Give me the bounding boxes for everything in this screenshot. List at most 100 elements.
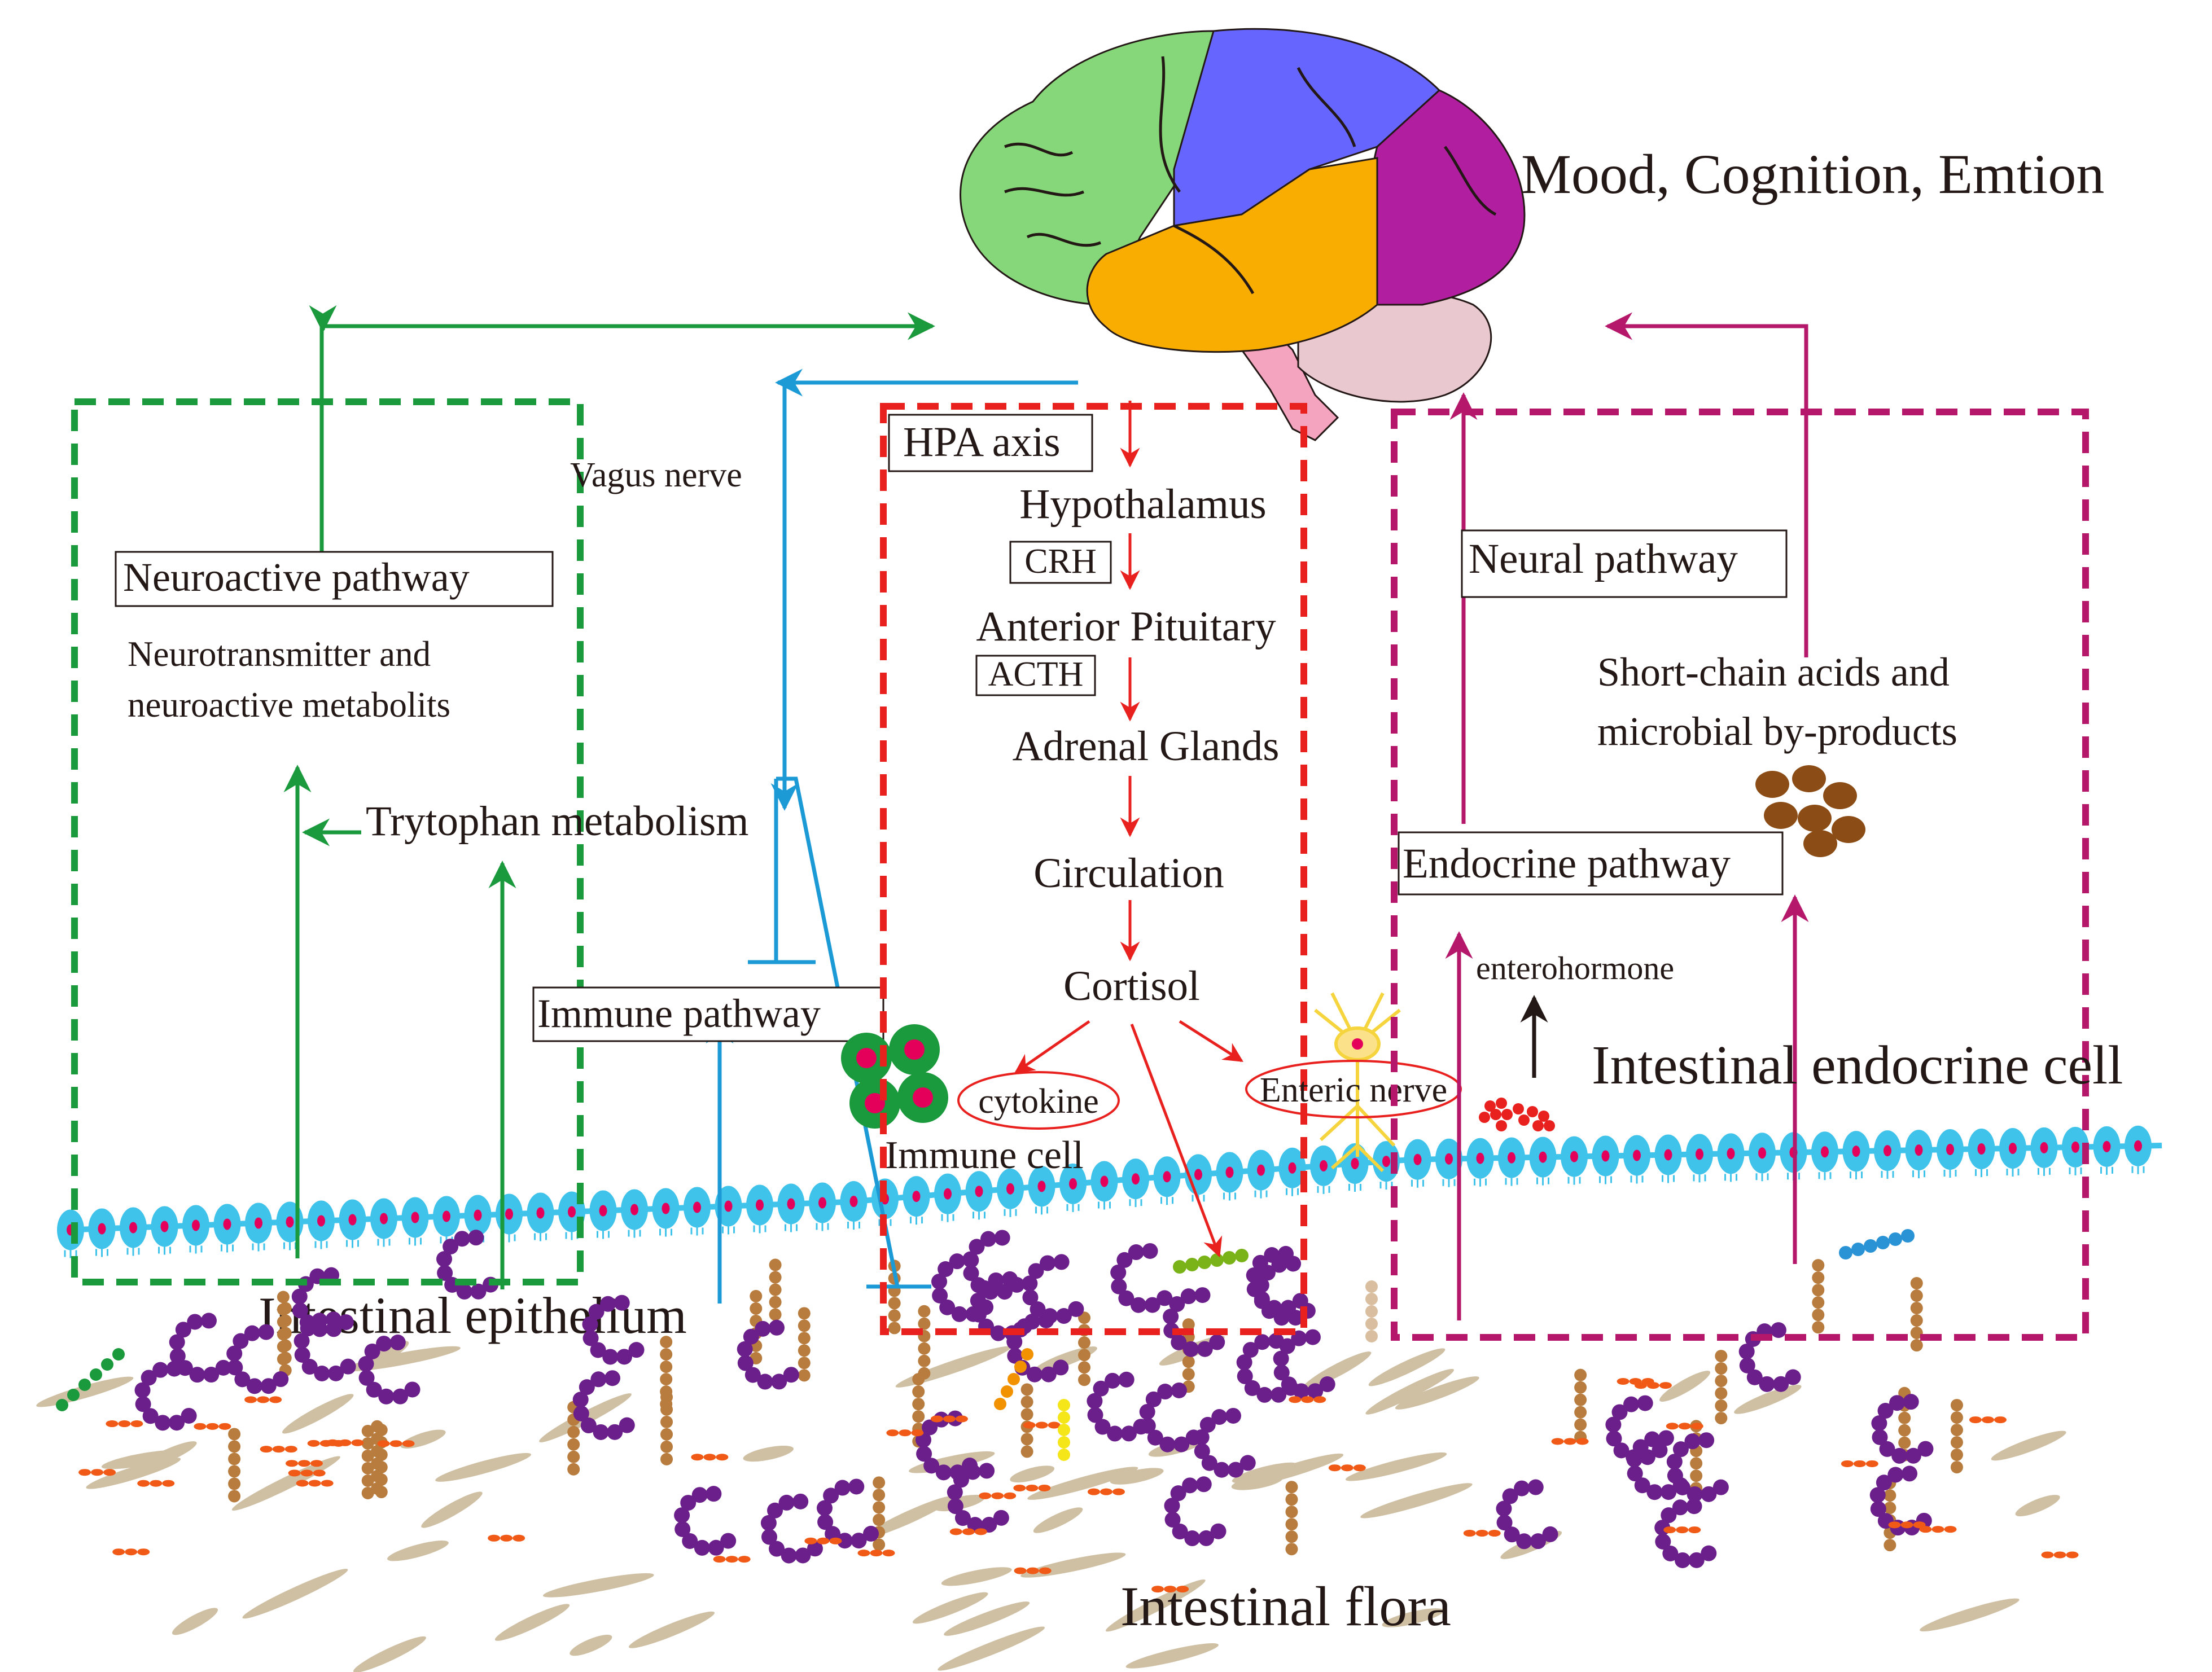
bacterium-rod bbox=[1365, 1368, 1455, 1415]
bacterium-coccus bbox=[228, 1465, 241, 1478]
bacterium-short bbox=[1888, 1521, 1901, 1529]
bacterium-coccus bbox=[1950, 1449, 1963, 1462]
bacterium-coccus bbox=[1715, 1412, 1728, 1425]
bacterium-coccus bbox=[1672, 1499, 1688, 1516]
bacterium-coccus bbox=[1246, 1267, 1262, 1283]
cell-microvilli bbox=[1943, 1170, 1957, 1178]
bacterium-coccus bbox=[1147, 1429, 1163, 1446]
bacterium-coccus bbox=[962, 1251, 979, 1267]
bacterium-coccus bbox=[938, 1261, 954, 1278]
bacterium-coccus bbox=[590, 1371, 607, 1388]
bacterium-coccus bbox=[1293, 1383, 1309, 1399]
cell-microvilli bbox=[158, 1247, 171, 1255]
hpa-region-box bbox=[880, 403, 1307, 1335]
bacterium-coccus bbox=[573, 1405, 589, 1421]
bacterium-coccus bbox=[1527, 1479, 1544, 1495]
bacterium-coccus bbox=[1273, 1350, 1289, 1367]
bacterium-short bbox=[857, 1550, 870, 1557]
bacterium-coccus bbox=[1739, 1357, 1755, 1373]
bacterium-coccus bbox=[918, 1354, 931, 1367]
bacterium-coccus bbox=[1053, 1359, 1069, 1376]
bacterium-short bbox=[313, 1469, 326, 1477]
neural-pathway-label: Neural pathway bbox=[1469, 536, 1738, 582]
bacterium-coccus bbox=[1950, 1424, 1963, 1437]
cell-nucleus bbox=[1100, 1175, 1109, 1187]
intestinal-endocrine-cell-label: Intestinal endocrine cell bbox=[1592, 1035, 2123, 1096]
hpa-axis-box bbox=[888, 414, 1093, 472]
bacterium-coccus bbox=[1021, 1348, 1033, 1361]
bacterium-short bbox=[296, 1480, 309, 1487]
cell-nucleus bbox=[317, 1215, 325, 1227]
cell-microvilli bbox=[659, 1228, 672, 1237]
bacterium-coccus bbox=[1030, 1301, 1046, 1318]
neurotransmitter-text-line2: neuroactive metabolits bbox=[128, 685, 450, 725]
bacterium-coccus bbox=[757, 1373, 773, 1390]
scfa-to-brain-arrow bbox=[1605, 312, 1808, 657]
bacterium-short bbox=[1690, 1423, 1703, 1430]
bacterium-coccus bbox=[376, 1336, 392, 1352]
bacterium-coccus bbox=[706, 1486, 722, 1502]
cell-nucleus bbox=[599, 1205, 607, 1217]
bacterium-rod bbox=[1360, 1483, 1473, 1519]
bacterium-coccus bbox=[1812, 1259, 1825, 1272]
bacterium-coccus bbox=[1514, 1480, 1530, 1497]
bacterium-coccus bbox=[996, 1284, 1013, 1300]
bacterium-coccus bbox=[1164, 1498, 1180, 1514]
bacterium-coccus bbox=[873, 1501, 886, 1514]
bacterium-short bbox=[1969, 1416, 1982, 1424]
bacterium-short bbox=[1676, 1526, 1689, 1534]
bacterium-coccus bbox=[680, 1495, 697, 1511]
cell-nucleus bbox=[1006, 1183, 1014, 1195]
cell-nucleus bbox=[818, 1197, 826, 1209]
bacterium-coccus bbox=[660, 1415, 673, 1428]
cell-nucleus bbox=[2071, 1141, 2079, 1153]
bacterium-coccus bbox=[1910, 1339, 1923, 1352]
bacterium-rod bbox=[2015, 1495, 2060, 1517]
bacterium-coccus bbox=[918, 1367, 931, 1380]
bacterium-coccus bbox=[1027, 1366, 1043, 1383]
bacterium-coccus bbox=[361, 1424, 374, 1437]
bacterium-coccus bbox=[366, 1381, 382, 1398]
bacterium-coccus bbox=[607, 1424, 623, 1440]
bacterium-coccus bbox=[1613, 1442, 1630, 1459]
bacterium-coccus bbox=[588, 1304, 605, 1320]
bacterium-coccus bbox=[1698, 1432, 1715, 1449]
cell-nucleus bbox=[1288, 1162, 1296, 1174]
cell-nucleus bbox=[944, 1188, 952, 1200]
bacterium-coccus bbox=[1285, 1481, 1298, 1494]
bacterium-coccus bbox=[152, 1362, 169, 1378]
cell-microvilli bbox=[1442, 1179, 1456, 1187]
bacterium-short bbox=[1634, 1382, 1647, 1389]
cytokine-ellipse bbox=[957, 1071, 1120, 1130]
cell-microvilli bbox=[941, 1214, 954, 1222]
bacterium-coccus bbox=[1496, 1500, 1512, 1517]
bacterium-short bbox=[1919, 1526, 1932, 1533]
bacterium-short bbox=[1678, 1423, 1691, 1430]
bacterium-coccus bbox=[1910, 1302, 1923, 1315]
bacterium-coccus bbox=[771, 1373, 787, 1390]
bacterium-coccus bbox=[1201, 1455, 1217, 1471]
brain-parietal-lobe bbox=[1173, 28, 1441, 227]
bacterium-short bbox=[962, 1528, 975, 1535]
bacterium-coccus bbox=[1236, 1354, 1252, 1371]
bacterium-coccus bbox=[189, 1367, 205, 1383]
cell-nucleus bbox=[129, 1222, 137, 1234]
cell-microvilli bbox=[377, 1239, 391, 1247]
bacterium-coccus bbox=[279, 1302, 292, 1315]
bacterium-rod bbox=[1110, 1468, 1164, 1485]
bacterium-coccus bbox=[1163, 1309, 1179, 1325]
bacterium-coccus bbox=[141, 1370, 157, 1386]
bacterium-short bbox=[1023, 1421, 1036, 1429]
bacterium-coccus bbox=[769, 1541, 785, 1557]
bacterium-coccus bbox=[228, 1428, 241, 1441]
bacterium-coccus bbox=[1093, 1380, 1109, 1397]
cell-nucleus bbox=[1069, 1178, 1077, 1190]
bacterium-coccus bbox=[1574, 1393, 1587, 1406]
bacterium-coccus bbox=[1770, 1322, 1786, 1339]
cell-microvilli bbox=[2100, 1166, 2113, 1175]
bacterium-short bbox=[1563, 1438, 1576, 1445]
bacterium-rod bbox=[1303, 1351, 1372, 1389]
bacterium-rod bbox=[1991, 1430, 2066, 1461]
bacterium-rod bbox=[1231, 1474, 1283, 1490]
